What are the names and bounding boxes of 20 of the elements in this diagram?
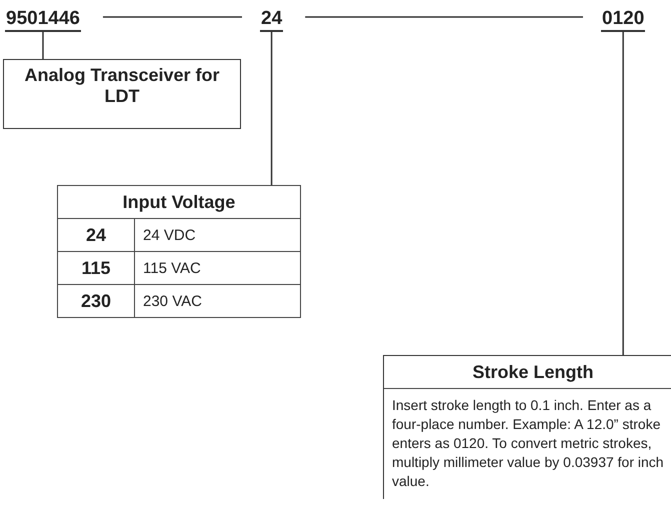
option-value: 115 VAC bbox=[134, 252, 300, 284]
connector-line bbox=[305, 16, 583, 18]
option-value: 230 VAC bbox=[134, 284, 300, 318]
note-text: Insert stroke length to 0.1 inch. Enter as a four-place number. Example: A 12.0” stroke enters as 0120. To convert metric strokes, multiply millimeter value by 0.03937 for inch value. bbox=[391, 396, 665, 491]
option-code: 115 bbox=[58, 252, 134, 284]
option-code: 24 bbox=[58, 218, 134, 252]
product-box: Analog Transceiver for LDT bbox=[3, 59, 241, 129]
note-box bbox=[383, 355, 671, 499]
part-number-segment: 9501446 bbox=[5, 8, 81, 32]
leader-line bbox=[42, 32, 44, 59]
leader-line bbox=[622, 32, 624, 355]
note-heading: Stroke Length bbox=[384, 356, 671, 389]
option-code: 230 bbox=[58, 284, 134, 318]
part-number-segment: 0120 bbox=[601, 8, 646, 32]
option-table bbox=[57, 185, 301, 318]
connector-line bbox=[102, 16, 242, 18]
leader-line bbox=[270, 32, 272, 185]
option-value: 24 VDC bbox=[134, 218, 300, 252]
part-number-segment: 24 bbox=[260, 8, 284, 32]
table-heading: Input Voltage bbox=[58, 186, 300, 218]
